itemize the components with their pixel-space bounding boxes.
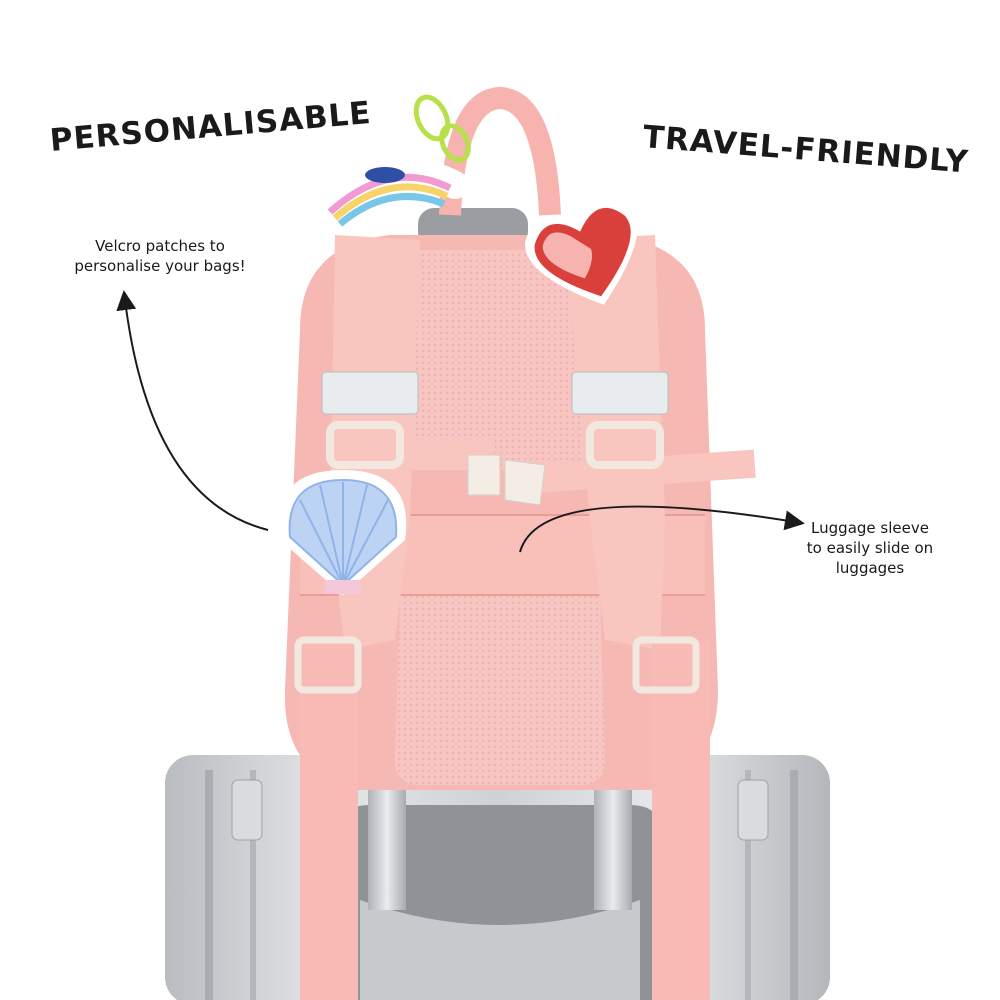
velcro-patches-caption: Velcro patches to personalise your bags! [74,237,246,275]
suitcase [165,755,830,1000]
top-loop [439,86,561,216]
arrow-icon [519,505,805,553]
arrow-icon [116,290,269,531]
rainbow-patch-icon [311,158,469,229]
heart-patch-icon [525,197,638,305]
shell-patch-icon [278,470,407,595]
luggage-sleeve-caption: Luggage sleeve to easily slide on luggag… [806,519,934,577]
carabiner-icon [413,94,471,163]
